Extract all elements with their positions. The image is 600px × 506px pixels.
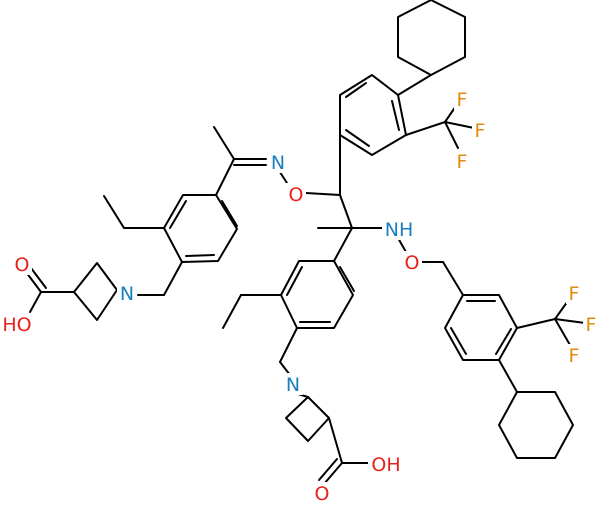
- ethyl-middle-bond-2: [222, 294, 242, 329]
- cooh-bottom-double-b: [318, 458, 338, 481]
- benzylic-ch-to-oxime-o: [305, 192, 341, 196]
- oxime-c-to-aryl: [215, 158, 235, 196]
- cooh-left-single: [29, 291, 42, 313]
- benzylic-ch-to-quaternary-c: [339, 194, 353, 229]
- nh-o-label: O: [402, 251, 422, 274]
- cf3-right-bond-3: [554, 318, 571, 346]
- f-right-3-label: F: [566, 344, 582, 367]
- oxime-o-label: O: [286, 183, 306, 206]
- acid-oh-left-text: HO: [2, 314, 31, 336]
- cf3-top-link: [405, 121, 446, 136]
- cooh-left-double-b: [30, 267, 47, 289]
- aryl-ring-right-double-2: [495, 328, 512, 355]
- nh-label: NH: [382, 218, 416, 241]
- azetidine-left-ring: [73, 262, 118, 321]
- acid-oh-left-label: HO: [0, 313, 34, 336]
- aryl-ring-top-double-2: [345, 129, 370, 147]
- nh-text: NH: [385, 219, 414, 241]
- f-top-1-text: F: [457, 89, 468, 111]
- oxime-n-text: N: [271, 152, 285, 174]
- cooh-bottom-c: [328, 417, 343, 464]
- oxime-o-text: O: [289, 184, 304, 206]
- f-top-3-text: F: [457, 151, 468, 173]
- bonds: [25, 0, 586, 485]
- f-top-3-label: F: [454, 150, 470, 173]
- cf3-right-bond-2: [554, 318, 586, 324]
- acid-oh-bottom-text: OH: [371, 454, 400, 476]
- atom-labels: N O NH O N N O HO: [0, 88, 599, 505]
- f-right-2-label: F: [583, 313, 599, 336]
- aryl-ring-right-double-3: [450, 327, 467, 355]
- acid-oh-bottom-label: OH: [368, 453, 404, 476]
- f-top-2-text: F: [475, 120, 486, 142]
- cyclohexyl-top-ring: [397, 0, 466, 76]
- f-right-3-text: F: [569, 345, 580, 367]
- f-right-1-text: F: [569, 283, 580, 305]
- aryl-ring-middle-double-3: [286, 266, 303, 296]
- aryl-ring-middle-double-1: [339, 266, 355, 292]
- acid-o-left-text: O: [15, 254, 30, 276]
- azetidine-n-left-text: N: [120, 283, 134, 305]
- acid-o-bottom-text: O: [315, 483, 330, 505]
- acid-o-bottom-label: O: [312, 482, 332, 505]
- azetidine-n-bottom-label: N: [283, 373, 303, 396]
- azetidine-bottom-ring: [285, 396, 330, 442]
- cf3-top-bond-3: [444, 121, 459, 149]
- oxime-c-methyl: [213, 126, 235, 160]
- f-top-1-label: F: [454, 88, 470, 111]
- nh-to-o: [397, 237, 407, 253]
- acid-o-left-label: O: [12, 253, 32, 276]
- cyclohexyl-bottom-link: [498, 359, 518, 393]
- nh-o-text: O: [405, 252, 420, 274]
- f-top-2-label: F: [472, 119, 488, 142]
- azetidine-n-left-label: N: [117, 282, 137, 305]
- cyclohexyl-top-link: [397, 74, 432, 96]
- aryl-ring-left-double-2: [185, 254, 215, 257]
- ethyl-left-bond-2: [103, 195, 125, 229]
- cooh-bottom-double-a: [323, 462, 343, 485]
- quaternary-c-to-aryl: [333, 227, 353, 262]
- ch2-bottom-bond-2: [279, 361, 291, 376]
- ch2-left-bond-1: [163, 261, 183, 296]
- cf3-top-bond-2: [444, 121, 475, 129]
- aryl-ring-left-double-1: [221, 200, 238, 227]
- aryl-ring-top-double-3: [391, 100, 400, 131]
- azetidine-n-bottom-text: N: [286, 374, 300, 396]
- f-right-2-text: F: [586, 314, 597, 336]
- cf3-right-link: [516, 318, 556, 329]
- cyclohexyl-bottom-ring: [498, 391, 574, 459]
- ch2-bottom-bond-1: [279, 327, 298, 363]
- oxime-n-label: N: [268, 151, 288, 174]
- aryl-ring-right: [444, 294, 518, 361]
- aryl-ring-left: [163, 194, 238, 263]
- ch2-to-aryl-right: [442, 261, 464, 296]
- cooh-left-double-a: [25, 271, 42, 293]
- aryl-ring-top-double-1: [345, 82, 367, 98]
- f-right-1-label: F: [566, 282, 582, 305]
- aryl-ring-left-double-3: [169, 200, 187, 229]
